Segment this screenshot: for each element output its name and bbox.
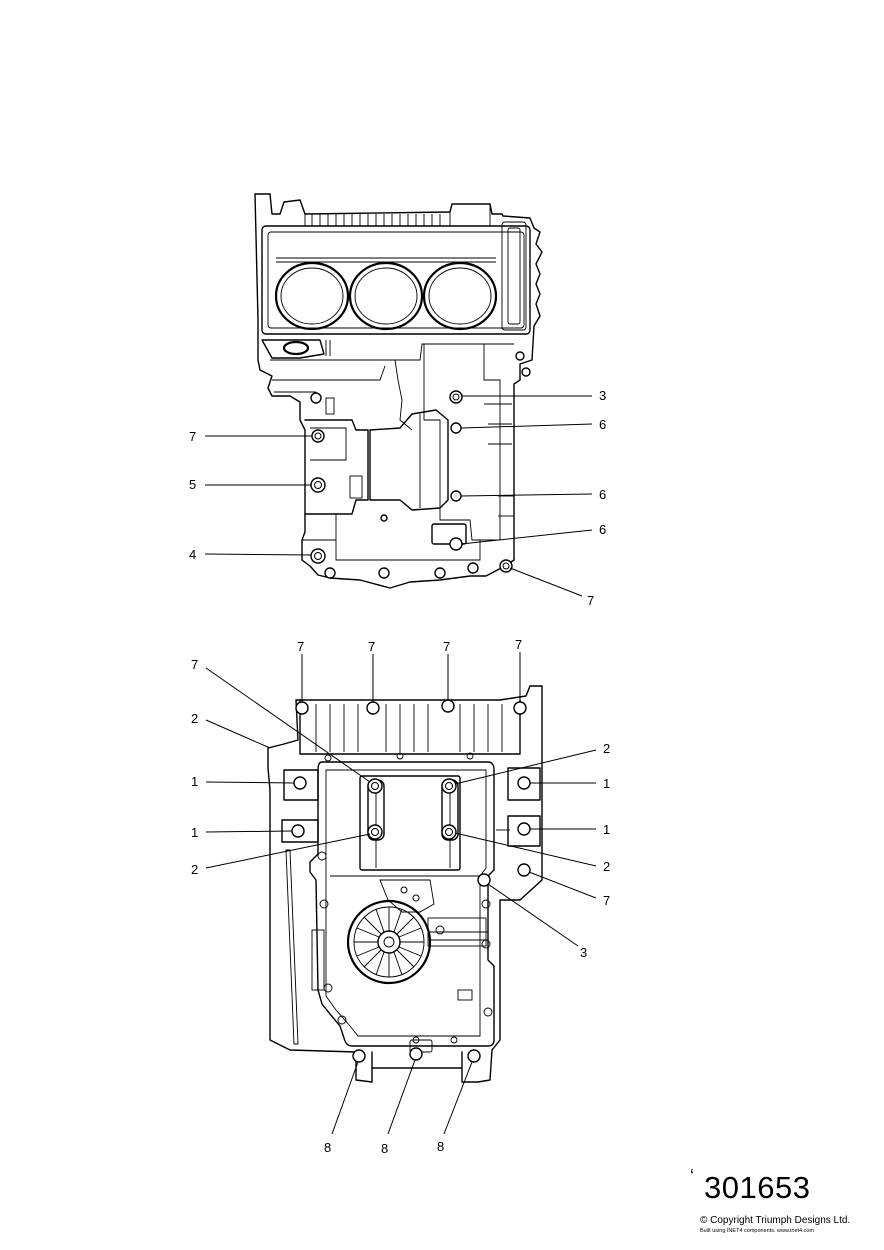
lower-view-leaders	[205, 652, 597, 1135]
callout-number: 1	[191, 825, 198, 840]
callout-number: 1	[603, 822, 610, 837]
lower-view-bolts	[291, 699, 531, 1063]
reference-mark: ‘	[690, 1166, 694, 1186]
callout-number: 7	[515, 637, 522, 652]
built-using-note: Built using INET4 components. www.inet4.…	[700, 1228, 815, 1234]
lower-crankcase-view	[267, 685, 543, 1083]
callout-number: 7	[368, 639, 375, 654]
callout-number: 7	[189, 429, 196, 444]
callout-number: 6	[599, 417, 606, 432]
callout-number: 8	[437, 1139, 444, 1154]
copyright-notice: © Copyright Triumph Designs Ltd.	[700, 1215, 851, 1226]
bearing-caps	[367, 779, 459, 868]
upper-view-bolts	[310, 351, 531, 579]
upper-crankcase-view	[254, 193, 543, 589]
callout-number: 3	[580, 945, 587, 960]
callout-number: 2	[603, 741, 610, 756]
callout-number: 7	[191, 657, 198, 672]
callout-number: 4	[189, 547, 196, 562]
callout-number: 6	[599, 487, 606, 502]
callout-number: 1	[603, 776, 610, 791]
cylinder-bores	[274, 261, 498, 331]
upper-view-leaders	[204, 395, 593, 597]
callout-number: 7	[443, 639, 450, 654]
callout-labels: 3 6 6 6 7 7 5 4 7 7 7 7 7 2 1 1 2 2 1 1 …	[189, 388, 610, 1156]
callout-number: 6	[599, 522, 606, 537]
callout-number: 2	[191, 711, 198, 726]
callout-number: 7	[587, 593, 594, 608]
diagram-reference-number: 301653	[704, 1170, 811, 1205]
oil-pump-gear	[346, 899, 432, 985]
callout-number: 8	[381, 1141, 388, 1156]
callout-number: 7	[297, 639, 304, 654]
callout-number: 5	[189, 477, 196, 492]
callout-number: 2	[603, 859, 610, 874]
callout-number: 2	[191, 862, 198, 877]
callout-number: 1	[191, 774, 198, 789]
callout-number: 7	[603, 893, 610, 908]
callout-number: 3	[599, 388, 606, 403]
callout-number: 8	[324, 1140, 331, 1155]
